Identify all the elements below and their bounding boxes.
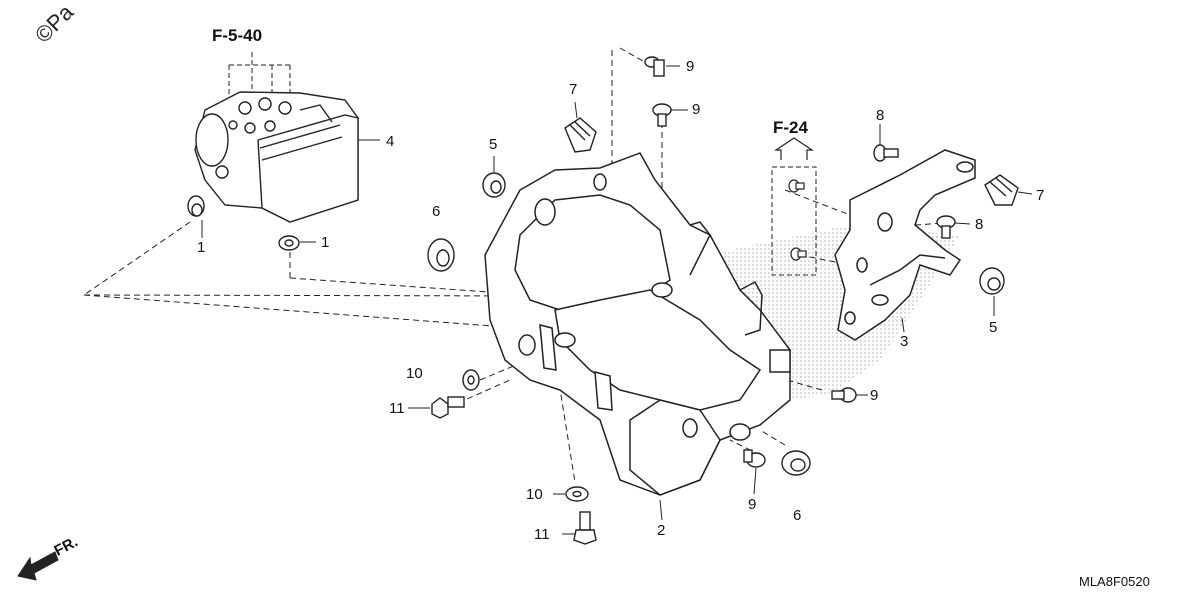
callout-9-upper: 9: [692, 101, 701, 118]
rubber-mount-7-left: [564, 117, 597, 153]
callout-pointers: [201, 65, 1033, 535]
screw-9-b: [652, 103, 672, 127]
callout-7-right: 7: [1036, 187, 1045, 204]
front-arrow-icon: [17, 551, 59, 581]
washer-10-bottom: [565, 486, 589, 502]
callout-9-top: 9: [686, 58, 695, 75]
callout-7-left: 7: [569, 81, 578, 98]
callout-9-right: 9: [870, 387, 879, 404]
grommet-5-left: [482, 172, 506, 198]
bolt-11-left: [431, 396, 465, 419]
callout-10-left: 10: [406, 365, 423, 382]
washer-10-left: [462, 369, 480, 391]
abs-modulator: [194, 91, 359, 223]
grommet-6-left: [427, 238, 455, 272]
callout-5-left: 5: [489, 136, 498, 153]
box-bolts: [788, 179, 807, 261]
callout-6-left: 6: [432, 203, 441, 220]
grommet-6-right: [781, 450, 811, 476]
callout-2: 2: [657, 522, 666, 539]
bolt-11-bottom: [573, 511, 597, 545]
abs-bracket: [484, 152, 791, 496]
callout-1-right: 1: [321, 234, 330, 251]
callout-5-right: 5: [989, 319, 998, 336]
reference-f24[interactable]: F-24: [773, 118, 808, 137]
callout-11-left: 11: [389, 400, 405, 417]
grommet-5-right: [979, 267, 1005, 295]
callout-6-right: 6: [793, 507, 802, 524]
side-bracket: [834, 149, 976, 341]
grommet-small: [278, 235, 300, 251]
callout-3: 3: [900, 333, 909, 350]
f24-box: [771, 137, 817, 276]
callout-8-top: 8: [876, 107, 885, 124]
bolt-8-right: [936, 215, 956, 239]
grommet-left: [187, 195, 205, 217]
screw-9-d: [743, 449, 766, 468]
reference-f540[interactable]: F-5-40: [212, 26, 263, 45]
callout-10-bottom: 10: [526, 486, 543, 503]
callout-8-right: 8: [975, 216, 984, 233]
callout-11-bottom: 11: [534, 526, 550, 543]
bolt-8-top: [873, 144, 899, 162]
screw-9-a: [644, 56, 665, 77]
callout-4: 4: [386, 133, 395, 150]
diagram-code: MLA8F0520: [1079, 574, 1150, 589]
callout-9-bottom: 9: [748, 496, 757, 513]
callout-1-left: 1: [197, 239, 206, 256]
rubber-mount-7-right: [984, 174, 1019, 206]
